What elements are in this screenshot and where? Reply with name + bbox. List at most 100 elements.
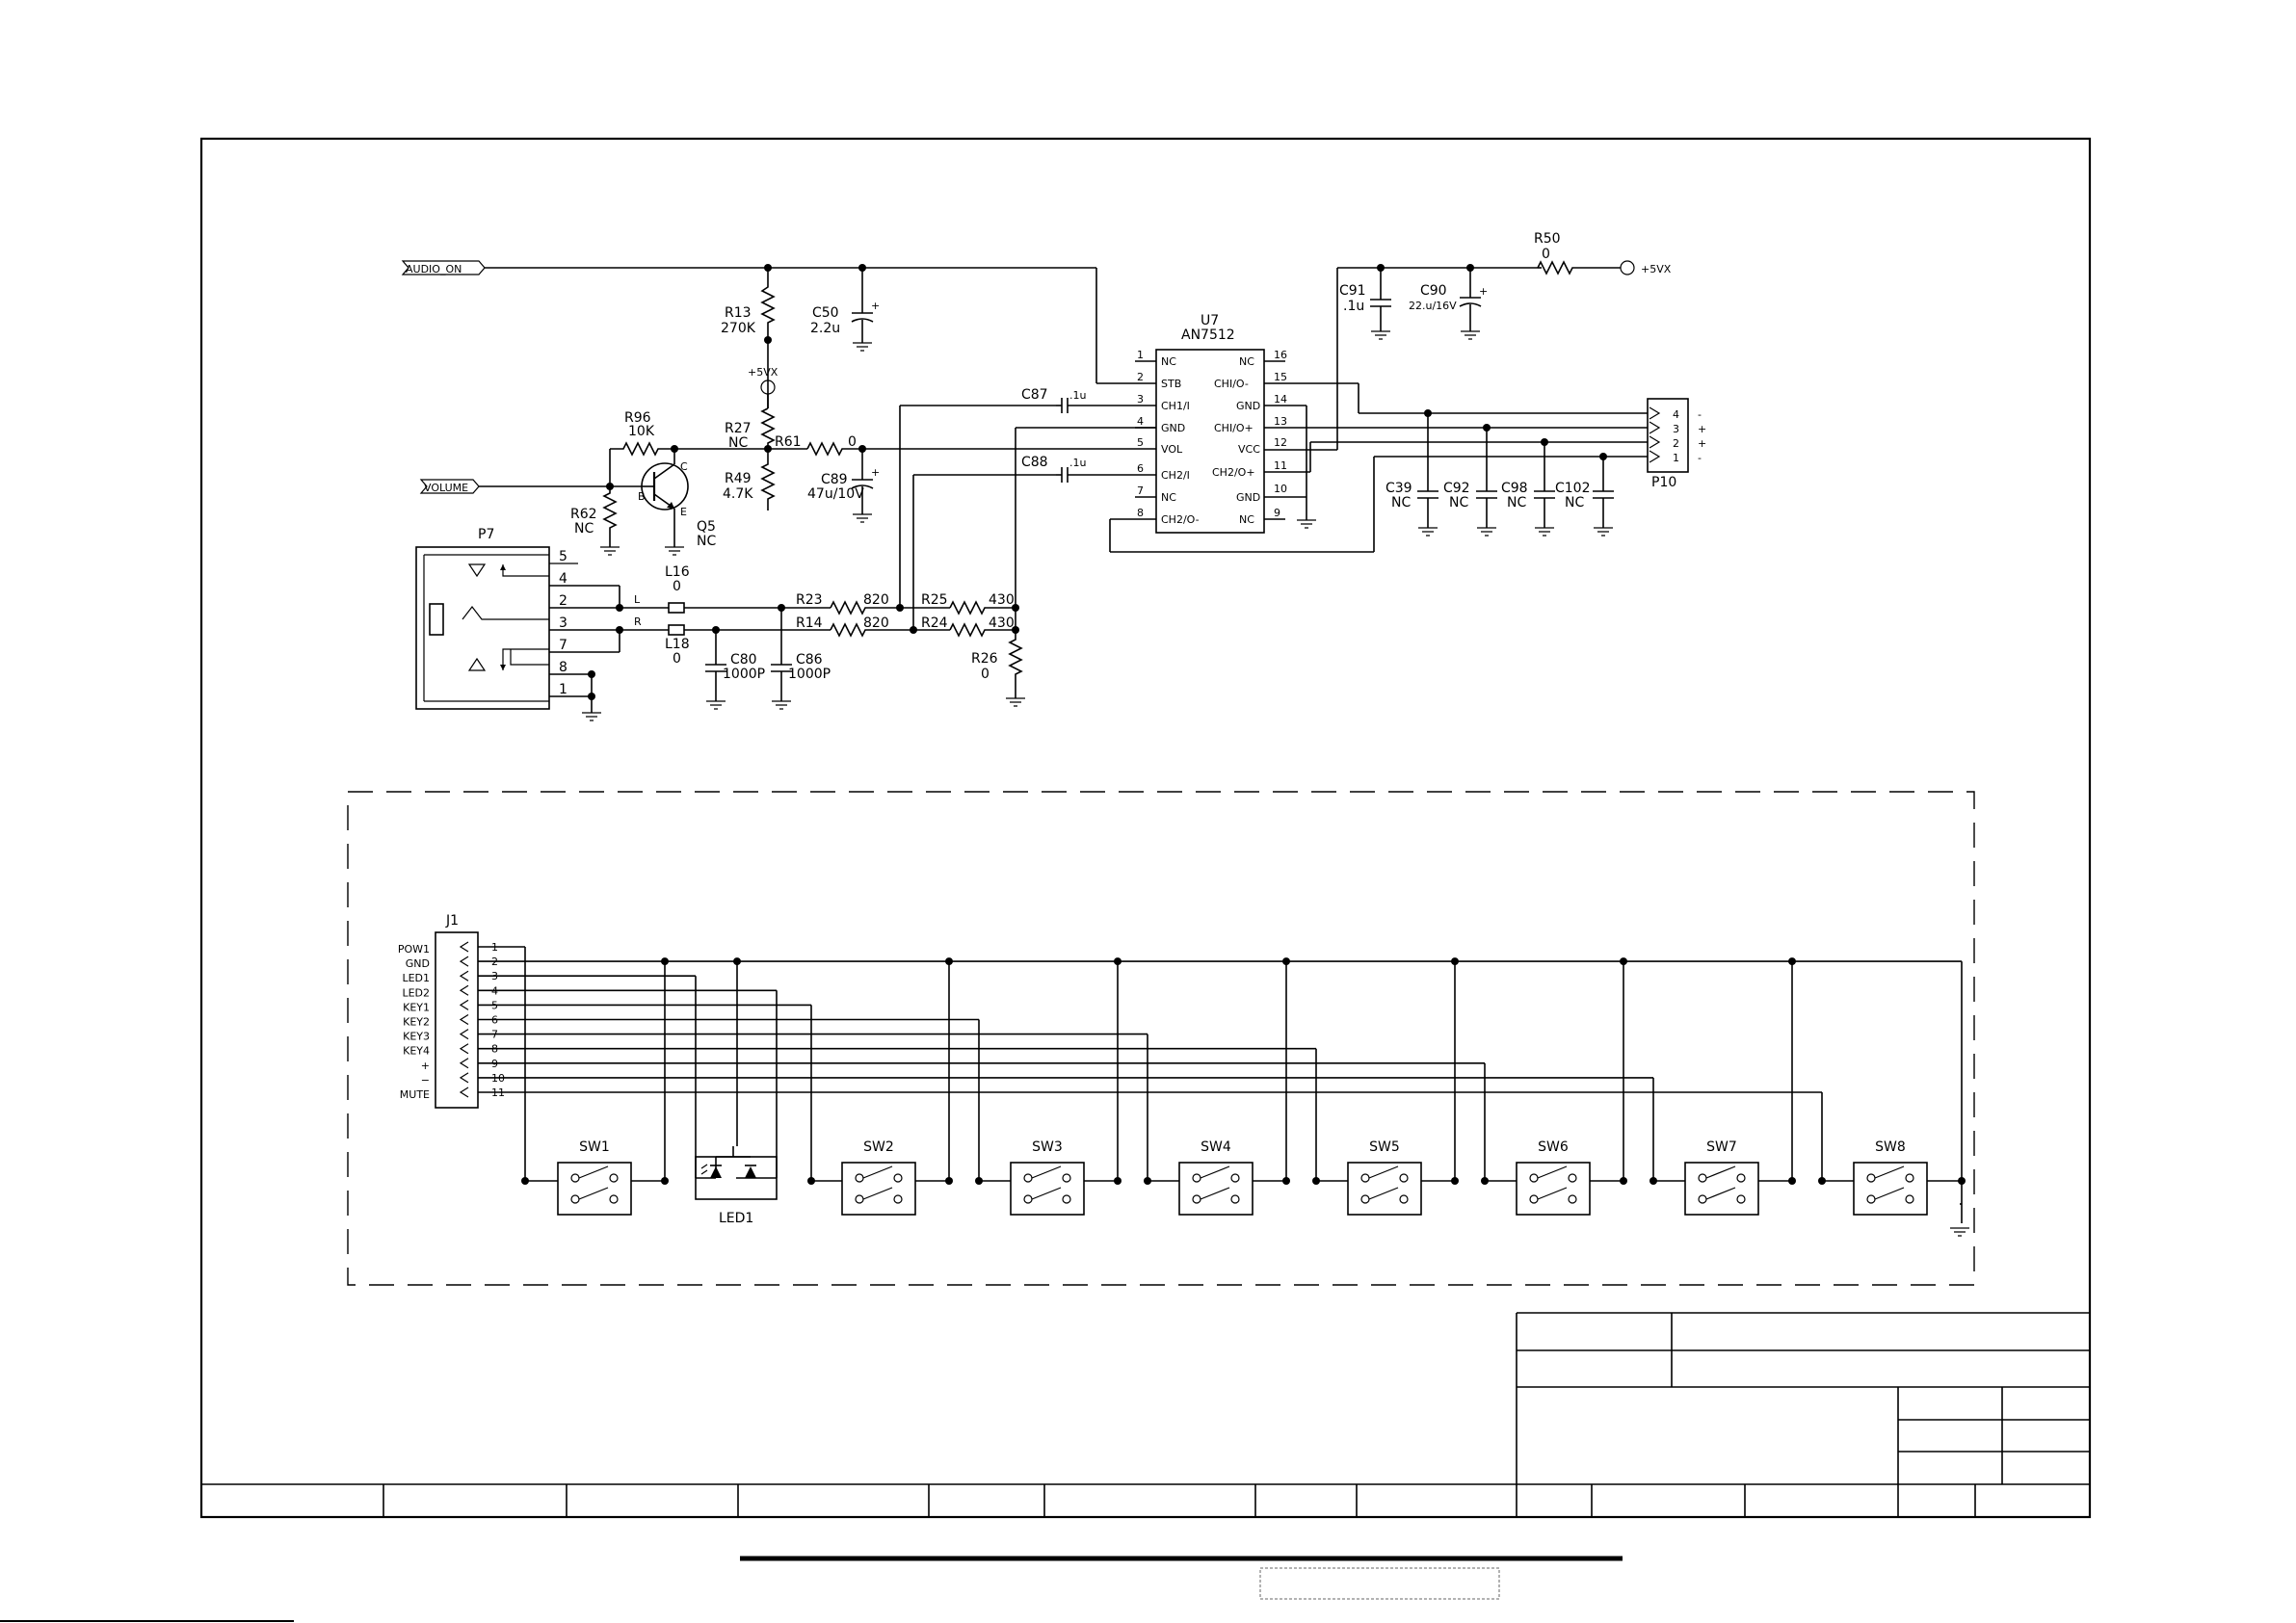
capacitor-c89: + C89 47u/10V xyxy=(807,449,880,523)
u7-pin-3-name: CH1/I xyxy=(1161,400,1190,412)
u7-pin-10-name: GND xyxy=(1236,491,1260,504)
j1-pin-arrow xyxy=(459,1086,469,1098)
r23-ref: R23 xyxy=(796,592,823,608)
c102-ref: C102 xyxy=(1555,481,1591,496)
r62-value: NC xyxy=(574,521,594,537)
u7-pin-6-name: CH2/I xyxy=(1161,469,1190,482)
resistor-r49: R49 4.7K xyxy=(723,340,776,510)
c88-value: .1u xyxy=(1069,457,1086,469)
drawing-frame xyxy=(199,137,2092,1519)
c39-value: NC xyxy=(1391,495,1411,510)
j1-pin-arrow xyxy=(459,1029,469,1040)
switch-label-sw5: SW5 xyxy=(1369,1139,1400,1155)
u7-pin-5-num: 5 xyxy=(1137,436,1144,449)
connector-j1: J1 1POW12GND3LED14LED25KEY16KEY27KEY38KE… xyxy=(398,913,505,1109)
c102-value: NC xyxy=(1565,495,1584,510)
resistor-r61: R61 0 xyxy=(674,434,1156,457)
u7-pin-7-name: NC xyxy=(1161,491,1176,504)
c92-value: NC xyxy=(1449,495,1468,510)
r25-ref: R25 xyxy=(921,592,948,608)
resistor-r25: R25 430 xyxy=(900,592,1019,615)
p7-pin-1: 1 xyxy=(559,682,567,697)
r26-value: 0 xyxy=(981,667,990,682)
resistor-r23: R23 820 xyxy=(796,592,904,615)
j1-pin-rows: 1POW12GND3LED14LED25KEY16KEY27KEY38KEY49… xyxy=(398,941,505,1101)
u7-pin-12-name: VCC xyxy=(1238,443,1260,456)
r50-vcc-label: +5VX xyxy=(1641,263,1672,275)
c80-ref: C80 xyxy=(730,652,757,668)
switch-sw3: SW3 xyxy=(975,1139,1122,1216)
capacitor-c87: C87 .1u xyxy=(1021,387,1156,413)
j1-pin-arrow xyxy=(459,1043,469,1055)
u7-pin-10-num: 10 xyxy=(1274,483,1287,495)
c50-value: 2.2u xyxy=(810,321,840,336)
j1-pin-name-2: GND xyxy=(406,957,430,970)
c91-ref: C91 xyxy=(1339,283,1366,299)
resistor-r14: R14 820 xyxy=(796,615,917,638)
j1-pin-arrow xyxy=(459,941,469,953)
u7-pin-4-name: GND xyxy=(1161,422,1185,434)
u7-pin-14-name: GND xyxy=(1236,400,1260,412)
r49-value: 4.7K xyxy=(723,486,753,502)
capacitor-c92: C92 NC xyxy=(1443,428,1497,537)
r13-ref: R13 xyxy=(725,305,752,321)
switch-sw5: SW5 xyxy=(1312,1139,1459,1216)
ic-u7: U7 AN7512 1 NC 2 STB 3 CH1/I 4 GND 5 VOL… xyxy=(1109,313,1648,553)
p10-sign-4: - xyxy=(1698,408,1702,421)
capacitor-c98: C98 NC xyxy=(1501,442,1555,537)
c88-ref: C88 xyxy=(1021,455,1048,470)
capacitor-c50: + C50 2.2u xyxy=(810,268,880,352)
led1-ref: LED1 xyxy=(719,1211,753,1226)
u7-pin-9-name: NC xyxy=(1239,513,1254,526)
p7-ref: P7 xyxy=(478,527,494,542)
r50-value: 0 xyxy=(1542,247,1550,262)
r61-ref: R61 xyxy=(775,434,802,450)
r49-ref: R49 xyxy=(725,471,752,486)
u7-pin-5-name: VOL xyxy=(1161,443,1183,456)
j1-pin-arrow xyxy=(459,955,469,967)
u7-right-pins: 16 NC 15 CHI/O- 14 GND 13 CHI/O+ 12 VCC … xyxy=(1212,349,1648,526)
j1-ref: J1 xyxy=(445,913,459,929)
resistor-r27: R27 NC xyxy=(725,407,776,453)
audio-on-port-label: AUDIO_ON xyxy=(406,263,462,275)
capacitor-c86: C86 1000P xyxy=(771,608,831,710)
u7-left-pins: 1 NC 2 STB 3 CH1/I 4 GND 5 VOL 6 CH2/I 7… xyxy=(1110,349,1200,526)
q5-ref: Q5 xyxy=(697,519,716,535)
j1-pin-name-3: LED1 xyxy=(402,972,430,984)
r26-ref: R26 xyxy=(971,651,998,667)
r24-value: 430 xyxy=(989,615,1015,631)
r27-ref: R27 xyxy=(725,421,752,436)
r96-value: 10K xyxy=(628,424,655,439)
r62-ref: R62 xyxy=(570,507,597,522)
q5-c-label: C xyxy=(680,460,688,473)
switch-label-sw4: SW4 xyxy=(1201,1139,1231,1155)
switch-sw2: SW2 xyxy=(807,1139,953,1216)
j1-pin-arrow xyxy=(459,970,469,982)
l18-ref: L18 xyxy=(665,637,690,652)
u7-pin-9-num: 9 xyxy=(1274,507,1280,519)
keyboard-bus xyxy=(478,946,1963,1223)
output-nets xyxy=(1309,383,1648,472)
capacitor-c88: C88 .1u xyxy=(1021,455,1156,483)
r27-value: NC xyxy=(728,435,748,451)
p10-pin-4: 4 xyxy=(1673,408,1679,421)
l18-net: R xyxy=(634,615,642,628)
c87-ref: C87 xyxy=(1021,387,1048,403)
footer-marks xyxy=(0,1556,1623,1622)
p10-pin-1: 1 xyxy=(1673,452,1679,464)
p10-pin-2: 2 xyxy=(1673,437,1679,450)
r24-ref: R24 xyxy=(921,615,948,631)
c89-value: 47u/10V xyxy=(807,486,864,502)
u7-pin-13-name: CHI/O+ xyxy=(1214,422,1254,434)
transistor-q5: C B E Q5 NC xyxy=(638,449,716,556)
r25-value: 430 xyxy=(989,592,1015,608)
capacitor-c90: + C90 22.u/16V xyxy=(1409,268,1488,340)
r13-value: 270K xyxy=(721,321,756,336)
p10-sign-3: + xyxy=(1698,423,1706,435)
c50-ref: C50 xyxy=(812,305,839,321)
j1-pin-name-11: MUTE xyxy=(400,1088,430,1101)
p7-pin-2: 2 xyxy=(559,593,567,609)
c91-value: .1u xyxy=(1343,299,1364,314)
